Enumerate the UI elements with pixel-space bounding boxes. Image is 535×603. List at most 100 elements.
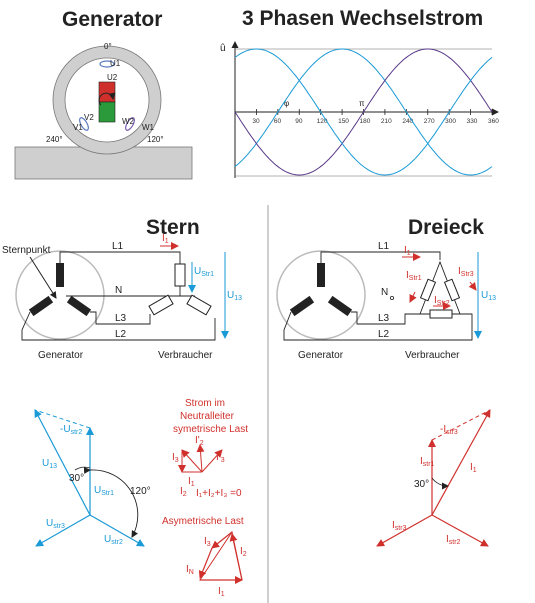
stern-line-l1 <box>59 251 181 264</box>
asym-in-label: IN <box>186 564 194 576</box>
dreieck-coil-2 <box>289 295 315 317</box>
stern-coil-3 <box>66 295 92 317</box>
dreieck-verbraucher-label: Verbraucher <box>405 350 460 361</box>
dreieck-circuit: Dreieck L1 N L3 L2 I1 IStr1 IStr3 IStr2 … <box>276 216 496 361</box>
stern-generator-circle <box>15 250 105 340</box>
stern-circuit: Stern Sternpunkt L1 N L3 L2 I1 UStr1 U13… <box>2 216 242 361</box>
dreieck-u13-label: U13 <box>481 290 496 302</box>
stern-generator-label: Generator <box>38 350 84 361</box>
dreieck-coil-3 <box>327 295 353 317</box>
u2-label: U2 <box>107 73 118 82</box>
dreieck-istr2-label: IStr2 <box>434 295 450 307</box>
stern-line-l3 <box>90 311 151 325</box>
phasor-u13 <box>34 409 91 516</box>
sym-i2-prime <box>196 444 205 473</box>
asym-i1-label: I1 <box>218 586 225 598</box>
dreieck-line-l3 <box>351 311 420 325</box>
stern-n-label: N <box>115 285 122 296</box>
w1-label: W1 <box>142 123 155 132</box>
angle-240-label: 240° <box>46 135 63 144</box>
i-prime2-label: I'2 <box>195 435 204 447</box>
dreieck-generator-circle <box>276 250 366 340</box>
wave-phase-3 <box>234 48 493 176</box>
wave-tick-label: 300 <box>445 118 456 125</box>
sternpunkt-label: Sternpunkt <box>2 245 51 256</box>
phasor-istr3 <box>376 514 433 547</box>
dreieck-coil-1 <box>317 263 325 287</box>
rotor-south <box>98 101 116 123</box>
wave-tick-label: 240 <box>402 118 413 125</box>
neutral-title-line2: Neutralleiter <box>180 411 235 422</box>
stern-l2-label: L2 <box>115 329 127 340</box>
stern-title: Stern <box>146 216 200 239</box>
angle-30-stern-label: 30° <box>69 473 84 484</box>
i-prime3-label: I'3 <box>216 452 225 464</box>
istr2-phasor-label: Istr2 <box>446 534 461 546</box>
stern-coil-2 <box>28 295 54 317</box>
sym-i3 <box>181 449 203 473</box>
dreieck-istr1-label: IStr1 <box>406 270 422 282</box>
v2-label: V2 <box>84 113 94 122</box>
v1-label: V1 <box>73 123 83 132</box>
stern-ustr1-label: UStr1 <box>194 266 214 278</box>
wave-tick-label: 30 <box>252 118 260 125</box>
generator-title: Generator <box>62 8 162 31</box>
ustr3-phasor-label: Ustr3 <box>46 518 65 530</box>
wave-phase-1 <box>234 48 493 176</box>
dreieck-generator-label: Generator <box>298 350 344 361</box>
u13-phasor-label: U13 <box>42 458 57 470</box>
stern-load-3 <box>186 294 212 316</box>
i2-label: I2 <box>180 486 187 498</box>
wave-tick-label: 90 <box>295 118 303 125</box>
dreieck-l2-label: L2 <box>378 329 390 340</box>
i3-label: I3 <box>172 452 179 464</box>
generator-section: Generator 0° 120° 240° U1 U2 V2 V1 W2 W1 <box>14 8 193 180</box>
istr1-phasor-label: Istr1 <box>420 456 435 468</box>
phi-label: φ <box>284 99 289 108</box>
dreieck-phasor: -Istr3 Istr1 I1 30° Istr3 Istr2 <box>376 409 491 547</box>
wave-phase-2 <box>234 48 493 176</box>
asym-title: Asymetrische Last <box>162 516 244 527</box>
wave-tick-label: 180 <box>360 118 371 125</box>
dreieck-load-3 <box>443 278 461 302</box>
dreieck-istr3-label: IStr3 <box>458 266 474 278</box>
dreieck-l3-label: L3 <box>378 313 390 324</box>
dreieck-line-l2 <box>283 311 473 341</box>
wave-tick-label: 150 <box>338 118 349 125</box>
coil-w-icon <box>125 117 135 131</box>
u-hat-label: û <box>220 43 226 54</box>
dreieck-load-1 <box>419 278 437 302</box>
rotation-arrow-icon <box>98 92 116 106</box>
angle-120-arc-icon <box>83 466 139 538</box>
stern-load-1 <box>174 263 186 287</box>
phasor-istr2 <box>431 514 489 547</box>
dreieck-title: Dreieck <box>408 216 484 239</box>
pi-label: π <box>359 99 365 108</box>
stern-i1-label: I1 <box>162 233 169 245</box>
wave-tick-label: 210 <box>381 118 392 125</box>
wave-tick-label: 60 <box>274 118 282 125</box>
dreieck-i1-label: I1 <box>404 245 411 257</box>
ustr1-phasor-label: UStr1 <box>94 485 114 497</box>
stern-u13-label: U13 <box>227 290 242 302</box>
dreieck-n-label: N <box>381 287 388 298</box>
sym-i3-prime <box>201 449 223 473</box>
angle-120-stern-label: 120° <box>130 486 151 497</box>
phasor-minus-ustr2 <box>34 409 91 429</box>
sym-equation: I₁+I₂+I₃ =0 <box>196 488 242 499</box>
coil-u-icon <box>99 60 115 68</box>
asym-i3-label: I3 <box>204 536 211 548</box>
neutral-title-line3: symetrische Last <box>173 424 248 435</box>
i1-phasor-label: I1 <box>470 462 477 474</box>
stern-line-l2 <box>21 311 216 341</box>
phasor-minus-istr3 <box>431 409 491 441</box>
ustr2-phasor-label: Ustr2 <box>104 534 123 546</box>
w2-label: W2 <box>122 117 135 126</box>
stern-phasor: -Ustr2 U13 30° 120° UStr1 Ustr3 Ustr2 <box>34 409 151 547</box>
dreieck-line-l1 <box>320 251 441 263</box>
angle-30-dreieck-label: 30° <box>414 479 429 490</box>
i1-label: I1 <box>188 476 195 488</box>
stern-coil-1 <box>56 263 64 287</box>
